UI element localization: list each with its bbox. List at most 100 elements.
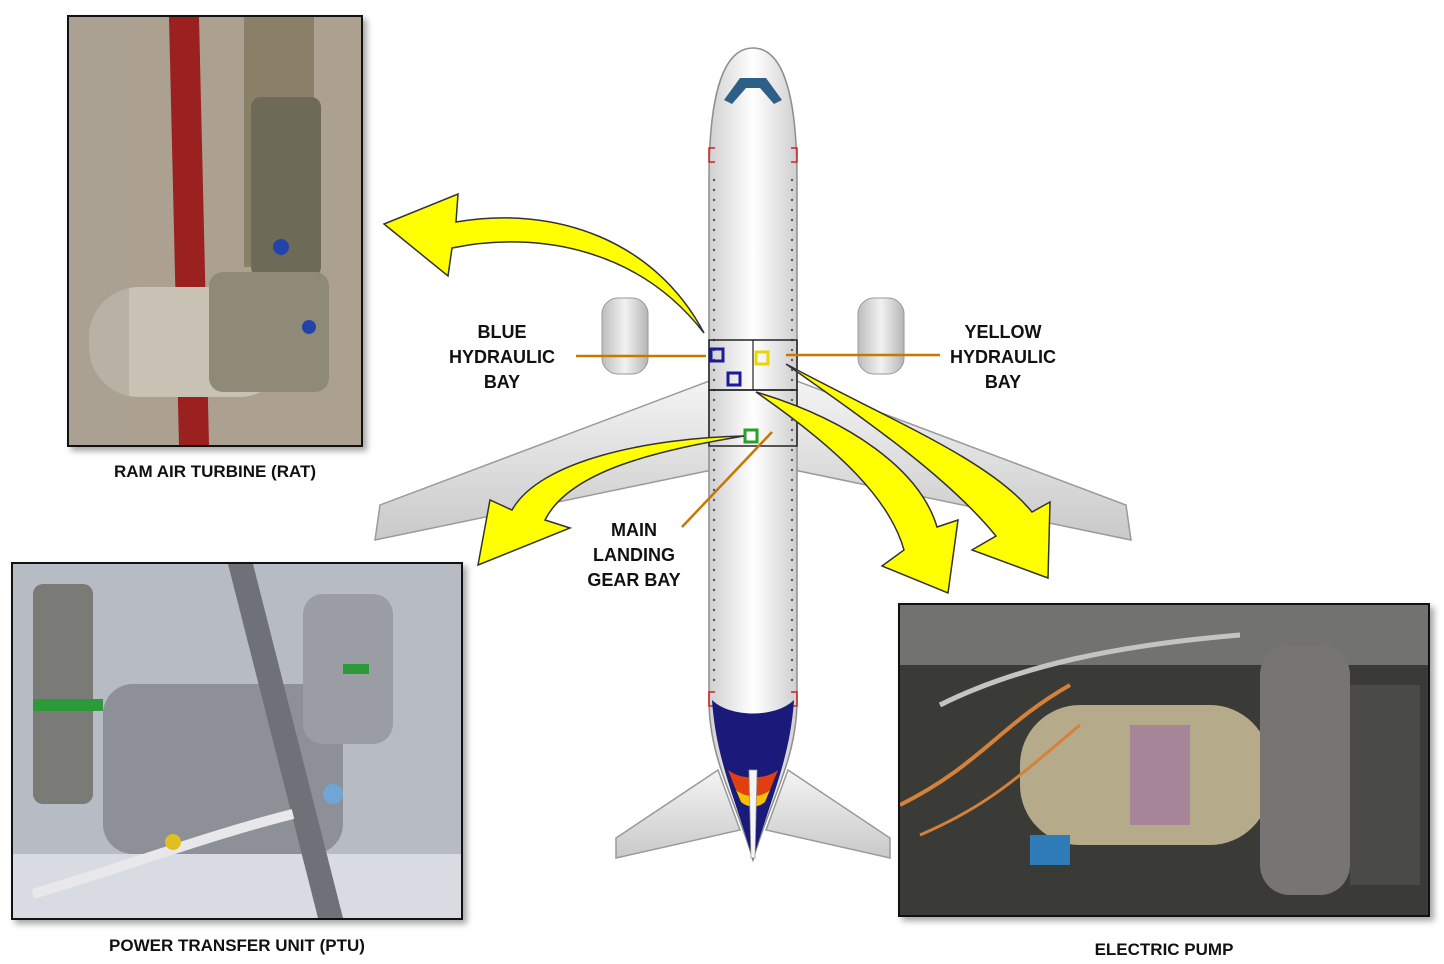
cabin-window (712, 528, 716, 532)
cabin-window (712, 308, 716, 312)
cabin-window (790, 348, 794, 352)
cabin-window (712, 288, 716, 292)
cabin-window (790, 298, 794, 302)
cabin-window (790, 208, 794, 212)
cabin-window (790, 548, 794, 552)
cabin-window (712, 188, 716, 192)
cabin-window (790, 588, 794, 592)
cabin-window (790, 458, 794, 462)
cabin-window (712, 178, 716, 182)
cabin-window (712, 368, 716, 372)
arrow-to-pump-b (785, 363, 1051, 580)
cabin-window (712, 538, 716, 542)
cabin-windows (712, 178, 794, 682)
cabin-window (712, 198, 716, 202)
ptu-photo (11, 562, 463, 920)
rat-caption: RAM AIR TURBINE (RAT) (113, 462, 317, 481)
cabin-window (712, 328, 716, 332)
cabin-window (712, 278, 716, 282)
blue-hydraulic-marker-1 (709, 347, 725, 363)
arrow-to-pump-a (755, 391, 959, 595)
cabin-window (712, 318, 716, 322)
cabin-window (790, 308, 794, 312)
vertical-fin (748, 769, 758, 859)
cabin-window (790, 488, 794, 492)
ptu-caption: POWER TRANSFER UNIT (PTU) (109, 936, 365, 955)
cabin-window (790, 628, 794, 632)
cabin-window (790, 578, 794, 582)
cabin-window (712, 458, 716, 462)
cabin-window (790, 528, 794, 532)
cabin-window (712, 248, 716, 252)
cabin-window (712, 258, 716, 262)
cabin-window (790, 438, 794, 442)
cabin-window (790, 568, 794, 572)
cockpit-windows (724, 78, 782, 104)
cabin-window (712, 478, 716, 482)
arrow-to-rat (382, 192, 705, 334)
cabin-window (790, 598, 794, 602)
cabin-window (790, 268, 794, 272)
cabin-window (790, 508, 794, 512)
cabin-window (712, 568, 716, 572)
cabin-window (712, 218, 716, 222)
right-engine (857, 297, 905, 375)
label-line: HYDRAULIC (449, 347, 555, 367)
cabin-window (790, 518, 794, 522)
cabin-window (712, 618, 716, 622)
cabin-window (712, 678, 716, 682)
mlg-bay-leader (681, 431, 773, 528)
cabin-window (790, 318, 794, 322)
cabin-window (790, 658, 794, 662)
cabin-window (712, 578, 716, 582)
label-line: BAY (984, 372, 1022, 392)
cabin-window (790, 358, 794, 362)
cabin-window (712, 508, 716, 512)
blue-hydraulic-bay-label: BLUE HYDRAULIC BAY (440, 320, 564, 395)
cabin-window (712, 268, 716, 272)
cabin-window (790, 288, 794, 292)
cabin-window (790, 178, 794, 182)
cabin-window (790, 618, 794, 622)
cabin-window (790, 238, 794, 242)
cabin-window (790, 538, 794, 542)
cabin-window (712, 408, 716, 412)
cabin-window (790, 678, 794, 682)
yellow-hydraulic-marker (754, 350, 770, 366)
cabin-window (790, 498, 794, 502)
cabin-window (712, 598, 716, 602)
right-stabilizer (765, 768, 891, 859)
cabin-window (790, 228, 794, 232)
cabin-window (712, 608, 716, 612)
label-line: BAY (483, 372, 521, 392)
label-line: MAIN (611, 520, 657, 540)
left-engine (601, 297, 649, 375)
label-line: LANDING (593, 545, 675, 565)
cabin-window (712, 448, 716, 452)
cabin-window (712, 298, 716, 302)
cabin-window (790, 418, 794, 422)
cabin-window (712, 658, 716, 662)
cabin-window (712, 428, 716, 432)
electric-pump-caption: ELECTRIC PUMP (1094, 940, 1234, 959)
cabin-window (790, 378, 794, 382)
cabin-window (712, 488, 716, 492)
cabin-window (712, 668, 716, 672)
cabin-window (790, 328, 794, 332)
cabin-window (790, 558, 794, 562)
cabin-window (790, 648, 794, 652)
cabin-window (790, 448, 794, 452)
cabin-window (712, 228, 716, 232)
label-line: YELLOW (964, 322, 1042, 342)
electric-pump-photo (898, 603, 1430, 917)
cabin-window (712, 588, 716, 592)
cabin-window (712, 628, 716, 632)
main-landing-gear-bay-label: MAIN LANDING GEAR BAY (574, 518, 694, 593)
cabin-window (790, 248, 794, 252)
cabin-window (790, 668, 794, 672)
cabin-window (790, 198, 794, 202)
cabin-window (712, 398, 716, 402)
cabin-window (790, 398, 794, 402)
yellow-hydraulic-bay-label: YELLOW HYDRAULIC BAY (940, 320, 1066, 395)
